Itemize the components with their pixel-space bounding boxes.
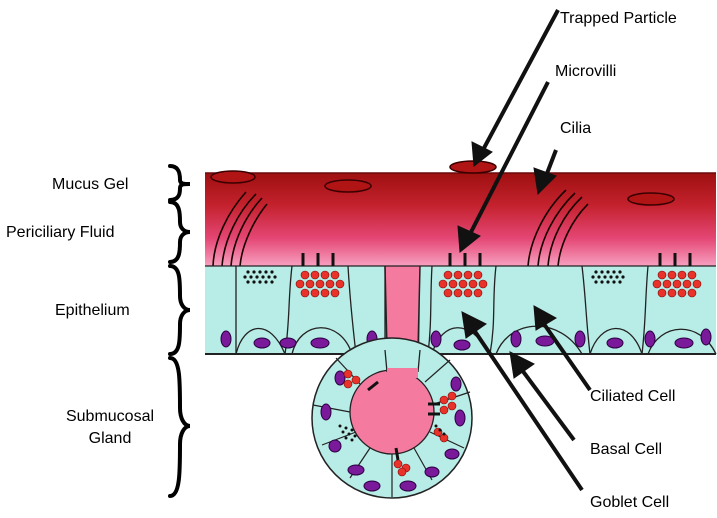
label-submucosal-gland-line2: Gland (60, 429, 160, 448)
label-mucus-gel: Mucus Gel (52, 175, 128, 194)
label-periciliary-fluid: Periciliary Fluid (6, 223, 114, 242)
label-submucosal-gland: Submucosal Gland (60, 407, 160, 448)
label-ciliated-cell: Ciliated Cell (590, 387, 675, 406)
trapped-particle (450, 161, 496, 173)
mucus-particle (628, 193, 674, 205)
label-cilia: Cilia (560, 119, 591, 138)
label-epithelium: Epithelium (55, 301, 130, 320)
label-microvilli: Microvilli (555, 62, 616, 81)
mucus-particle (211, 171, 255, 183)
mucus-particle (325, 180, 371, 192)
label-trapped-particle: Trapped Particle (560, 9, 677, 28)
label-goblet-cell: Goblet Cell (590, 493, 669, 512)
braces (170, 166, 190, 496)
label-basal-cell: Basal Cell (590, 440, 662, 459)
label-submucosal-gland-line1: Submucosal (60, 407, 160, 426)
gland-lumen (350, 370, 434, 454)
submucosal-gland (312, 338, 472, 498)
